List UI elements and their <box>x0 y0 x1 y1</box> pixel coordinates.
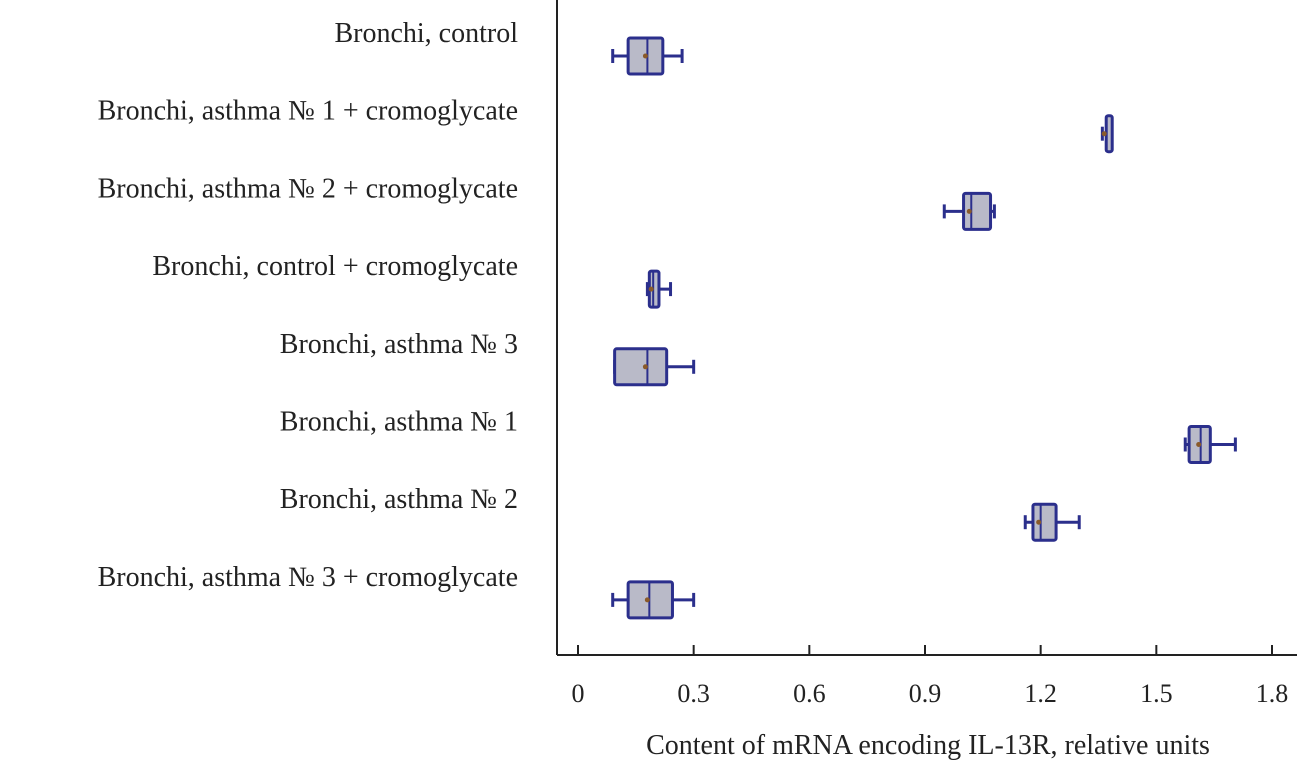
category-label: Bronchi, asthma № 3 <box>280 329 518 360</box>
x-tick-label: 1.5 <box>1140 679 1173 708</box>
median-dot <box>642 364 648 370</box>
category-label: Bronchi, asthma № 1 + cromoglycate <box>98 96 518 127</box>
x-tick-label: 0.3 <box>677 679 710 708</box>
box-item <box>1100 114 1114 154</box>
category-label: Bronchi, asthma № 1 <box>280 407 518 438</box>
box-item <box>942 191 996 231</box>
box-item <box>613 347 696 387</box>
median-dot <box>1036 519 1042 525</box>
x-tick-label: 0 <box>572 679 585 708</box>
category-label: Bronchi, asthma № 3 + cromoglycate <box>98 562 518 593</box>
box-rect <box>1031 502 1058 542</box>
median-dot <box>642 53 648 59</box>
category-label: Bronchi, control <box>334 18 518 49</box>
median-dot <box>966 208 972 214</box>
x-tick-label: 1.2 <box>1024 679 1057 708</box>
box-item <box>645 269 673 309</box>
median-dot <box>644 597 650 603</box>
category-label: Bronchi, asthma № 2 + cromoglycate <box>98 173 518 204</box>
x-axis-title: Content of mRNA encoding IL-13R, relativ… <box>646 730 1210 761</box>
median-dot <box>648 286 654 292</box>
median-dot <box>1196 442 1202 447</box>
x-tick-label: 0.6 <box>793 679 826 708</box>
x-tick-label: 0.9 <box>909 679 942 708</box>
x-tick-label: 1.8 <box>1256 679 1289 708</box>
box-rect <box>613 347 669 387</box>
box-item <box>1023 502 1081 542</box>
median-dot <box>1101 131 1107 137</box>
box-series <box>611 36 1237 620</box>
category-label: Bronchi, control + cromoglycate <box>152 251 518 282</box>
box-item <box>1183 425 1237 464</box>
category-label: Bronchi, asthma № 2 <box>280 484 518 515</box>
x-axis-ticks: 0 0.3 0.6 0.9 1.2 1.5 1.8 <box>572 645 1289 708</box>
box-item <box>611 580 696 620</box>
box-item <box>611 36 684 76</box>
